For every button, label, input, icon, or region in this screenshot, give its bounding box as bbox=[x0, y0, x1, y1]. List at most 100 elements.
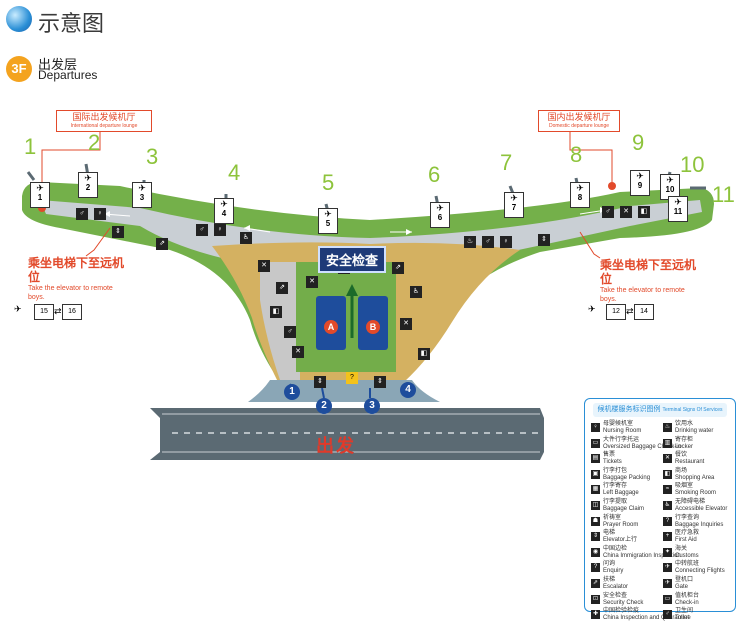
legend-item-en: Oversized Baggage Check-in bbox=[603, 443, 682, 450]
legend-item-cn: 卫生间 bbox=[675, 608, 694, 615]
restaurant-icon: ✕ bbox=[306, 276, 318, 288]
enquiry-icon: ? bbox=[591, 563, 600, 573]
legend-item-en: Nursing Room bbox=[603, 428, 642, 434]
plane-icon: ✈ bbox=[636, 171, 644, 181]
legend-item-cn: 行李提取 bbox=[603, 498, 628, 505]
remote-stand-16: 16 bbox=[62, 304, 82, 320]
security-zone-b: B bbox=[366, 320, 380, 334]
legend-item-cn: 中转航班 bbox=[675, 561, 700, 568]
elevator-icon: ⇕ bbox=[591, 532, 600, 542]
plane-icon: ✈ bbox=[220, 199, 228, 209]
check-in-icon: ▭ bbox=[663, 594, 672, 604]
toilet-icon: ♂ bbox=[602, 206, 614, 218]
legend-item-cn: 问询 bbox=[603, 561, 616, 568]
gate-number-6: 6 bbox=[428, 162, 441, 187]
immigration-inspection-icon: ◉ bbox=[591, 547, 600, 557]
legend-item-cn: 饮用水 bbox=[675, 421, 694, 427]
gate-icon: ✈ bbox=[663, 578, 672, 588]
prayer-room-icon: ☗ bbox=[591, 516, 600, 526]
toilet-icon: ♂ bbox=[76, 208, 88, 220]
legend-item-cn: 海关 bbox=[675, 545, 688, 552]
gate-sign-4: ✈4 bbox=[214, 198, 234, 224]
elevator-icon: ⇕ bbox=[374, 376, 386, 388]
legend-item-en: Baggage Inquiries bbox=[675, 521, 724, 528]
floor-badge: 3F bbox=[6, 56, 32, 82]
concourse bbox=[40, 200, 702, 262]
plane-icon: ✈ bbox=[138, 183, 146, 193]
connecting-flights-icon: ✈ bbox=[663, 563, 672, 573]
locker-icon: ▥ bbox=[663, 438, 672, 448]
bottom-gate-2: 2 bbox=[316, 398, 332, 414]
plane-icon: ✈ bbox=[576, 183, 584, 193]
legend-item-en: Drinking water bbox=[675, 428, 714, 434]
gate-sign-11: ✈11 bbox=[668, 196, 688, 222]
escalator-icon: ⇗ bbox=[591, 578, 600, 588]
first-aid-icon: + bbox=[663, 532, 672, 542]
plane-icon: ✈ bbox=[588, 304, 596, 314]
elevator-note-left: 乘坐电梯下至远机位 Take the elevator to remote bo… bbox=[28, 256, 125, 301]
gate-sign-5: ✈5 bbox=[318, 208, 338, 234]
legend-item-en: First Aid bbox=[675, 537, 697, 544]
gate-number-11: 11 bbox=[712, 182, 735, 207]
legend-item-en: Baggage Packing bbox=[603, 474, 651, 481]
gate-number-5: 5 bbox=[322, 170, 335, 195]
legend-item-en: Enquiry bbox=[603, 568, 624, 575]
security-check-label: 安全检查 bbox=[318, 246, 387, 273]
baggage-claim-icon: ◫ bbox=[591, 500, 600, 510]
legend-item-cn: 扶梯 bbox=[603, 576, 616, 583]
legend-item-cn: 行李寄存 bbox=[603, 483, 628, 490]
lounge-domestic: 国内出发候机厅 Domestic departure lounge bbox=[538, 110, 620, 132]
shopping-area-icon: ◧ bbox=[663, 469, 672, 479]
gate-number-2: 2 bbox=[88, 130, 101, 155]
legend-panel: 候机楼服务标识图例 Terminal Signs Of Services ♀母婴… bbox=[584, 398, 736, 621]
legend-item-cn: 登机口 bbox=[675, 576, 694, 583]
accessible-elevator-icon: ♿ bbox=[240, 232, 252, 244]
gate-number-3: 3 bbox=[146, 144, 159, 169]
customs-icon: ✦ bbox=[663, 547, 672, 557]
legend-item-en: China Immigration Inspection bbox=[603, 552, 681, 559]
gate-sign-6: ✈6 bbox=[430, 202, 450, 228]
shopping-area-icon: ◧ bbox=[418, 348, 430, 360]
legend-item-cn: 中国边检 bbox=[603, 545, 628, 552]
plane-icon: ✈ bbox=[510, 193, 518, 203]
enquiry-icon: ? bbox=[346, 372, 358, 384]
plane-icon: ✈ bbox=[36, 183, 44, 193]
restaurant-icon: ✕ bbox=[292, 346, 304, 358]
gate-sign-1: ✈1 bbox=[30, 182, 50, 208]
legend-item-en: Baggage Claim bbox=[603, 505, 645, 512]
legend-item-cn: 寄存柜 bbox=[675, 436, 694, 443]
legend-item-cn: 电梯 bbox=[603, 530, 616, 537]
tickets-icon: ▤ bbox=[591, 454, 600, 464]
legend-item-en: Shopping Area bbox=[675, 474, 715, 481]
legend-item-en: Toilet bbox=[675, 615, 690, 622]
security-zone-a: A bbox=[324, 320, 338, 334]
nursing-room-icon: ♀ bbox=[94, 208, 106, 220]
legend-item-cn: 祈祷室 bbox=[603, 514, 622, 521]
legend-item-en: Smoking Room bbox=[675, 490, 717, 497]
floor-name-en: Departures bbox=[38, 68, 98, 82]
gate-number-4: 4 bbox=[228, 160, 241, 185]
legend-item-cn: 安全检查 bbox=[603, 592, 628, 599]
legend-item-en: Accessible Elevator bbox=[675, 505, 728, 512]
left-baggage-icon: ▦ bbox=[591, 485, 600, 495]
legend-item-en: Locker bbox=[675, 443, 694, 450]
legend-item-cn: 行李打包 bbox=[603, 467, 628, 474]
legend-item-cn: 商场 bbox=[675, 467, 688, 474]
